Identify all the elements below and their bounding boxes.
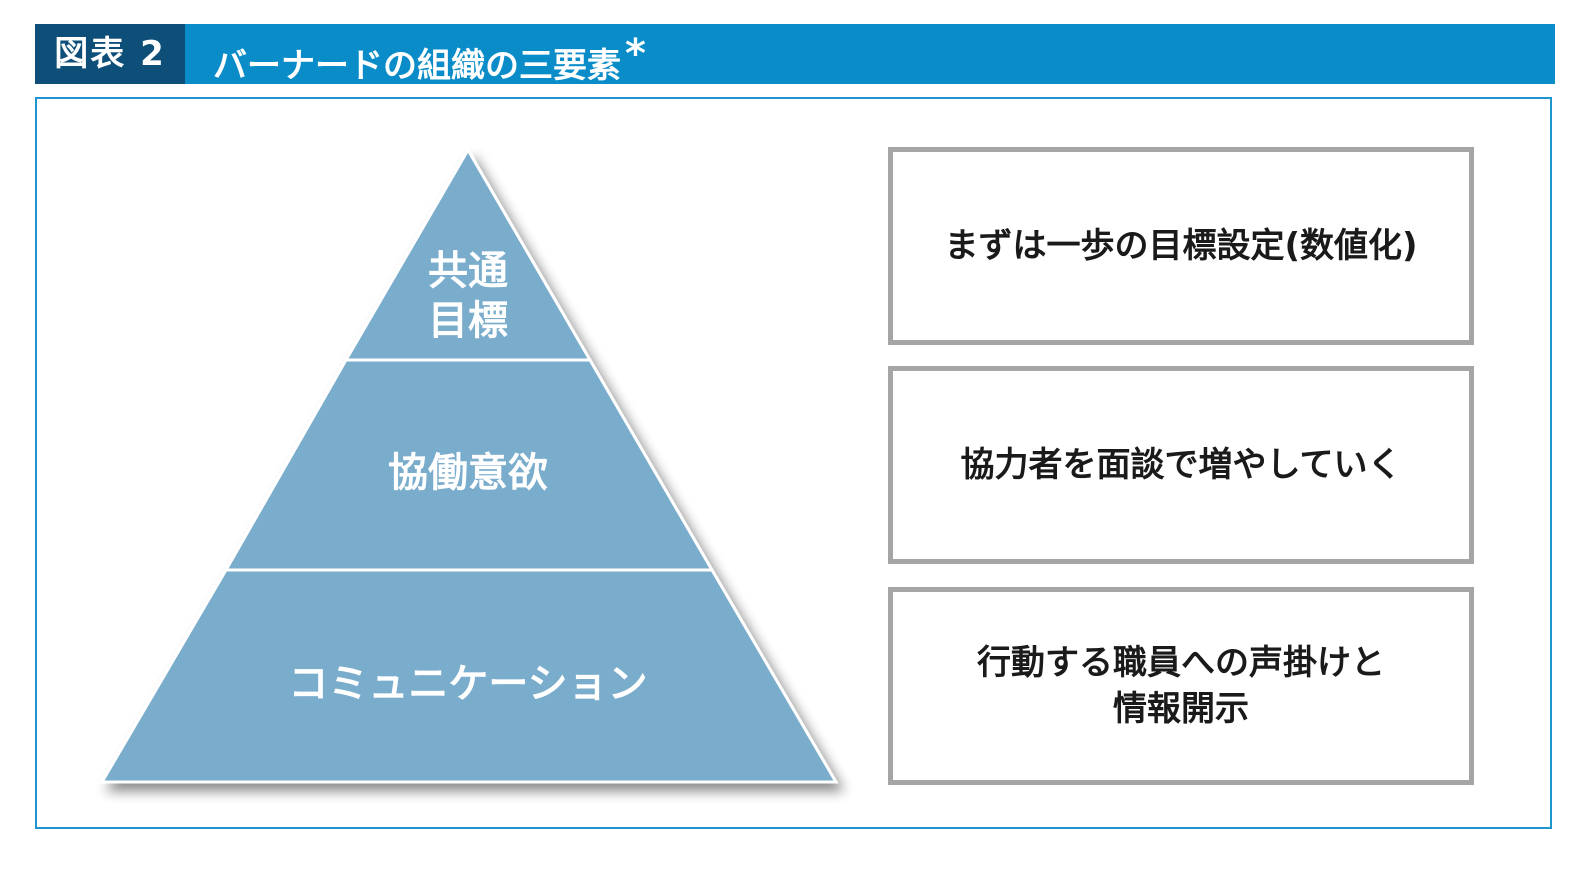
element-box-communication: 行動する職員への声掛けと 情報開示 xyxy=(888,587,1474,785)
element-box-communication-text: 行動する職員への声掛けと 情報開示 xyxy=(977,643,1385,729)
pyramid-tier-bottom xyxy=(99,568,839,784)
diagram-frame xyxy=(35,97,1552,829)
footnote-mark: * xyxy=(625,31,646,77)
element-box-cooperation: 協力者を面談で増やしていく xyxy=(888,366,1474,564)
tier-top-label-line1: 共通 xyxy=(428,248,508,294)
figure-title: バーナードの組織の三要素* xyxy=(213,24,646,86)
tier-middle-label: 協働意欲 xyxy=(388,450,548,496)
element-box-cooperation-text: 協力者を面談で増やしていく xyxy=(960,445,1402,485)
figure-header: 図表 2 バーナードの組織の三要素* xyxy=(35,24,1555,86)
tier-bottom-label: コミュニケーション xyxy=(288,661,647,707)
figure-title-text: バーナードの組織の三要素 xyxy=(213,46,621,86)
tier-top-label-line2: 目標 xyxy=(428,298,508,344)
element-box-goal-text: まずは一歩の目標設定(数値化) xyxy=(944,226,1418,266)
element-box-goal: まずは一歩の目標設定(数値化) xyxy=(888,147,1474,345)
figure-label: 図表 2 xyxy=(35,24,185,84)
